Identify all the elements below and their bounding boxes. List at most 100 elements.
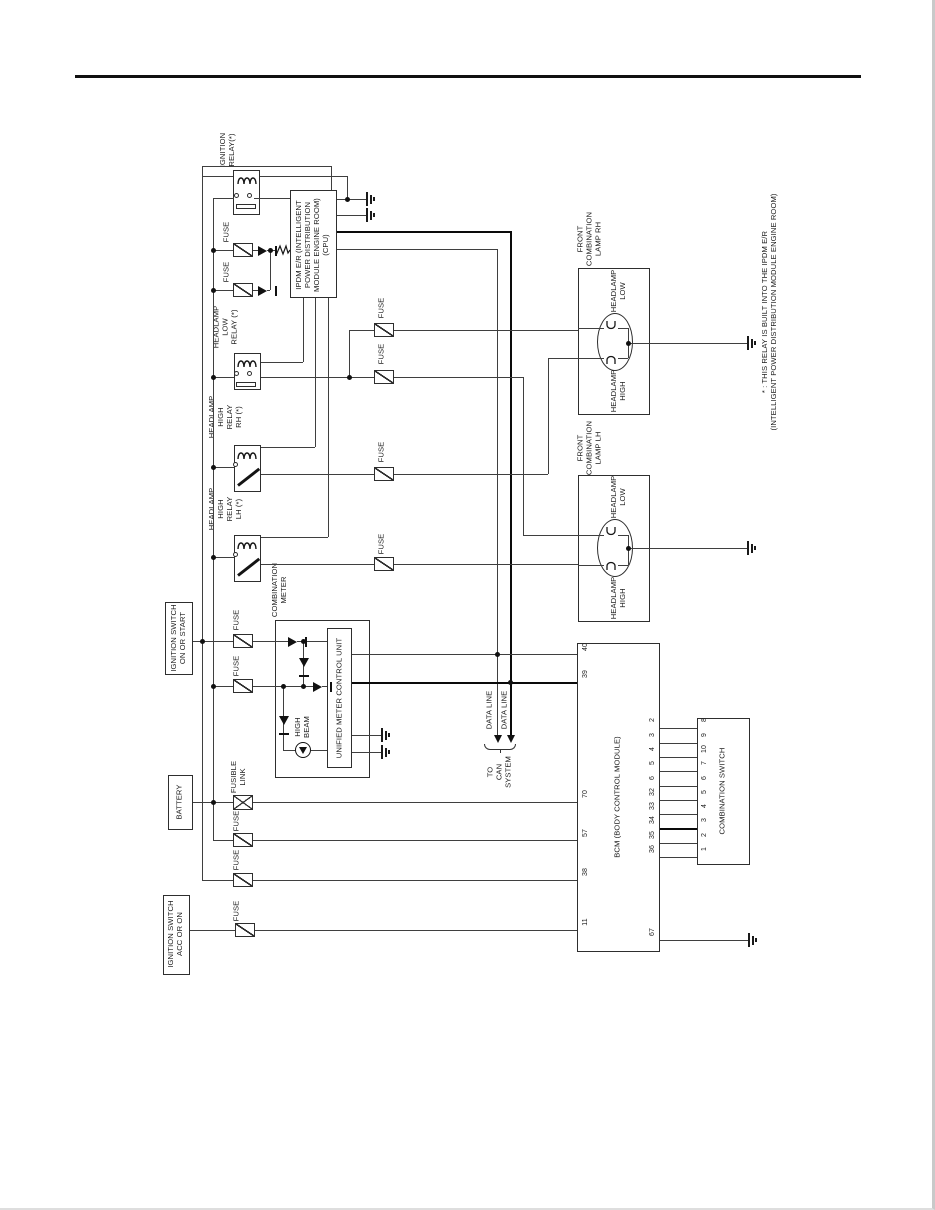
wire-segment	[352, 752, 381, 754]
wire-segment	[660, 843, 697, 845]
ground-icon	[381, 745, 392, 759]
fuse-symbol	[233, 634, 253, 648]
wire-segment	[255, 930, 577, 932]
wire-segment	[660, 857, 697, 859]
combination-switch-pin: 3	[700, 818, 708, 822]
junction-dot	[211, 375, 216, 380]
wire-segment	[578, 358, 604, 360]
wire-segment	[253, 290, 258, 292]
relay-contact-bar	[236, 204, 256, 209]
bcm-pin: 70	[581, 790, 589, 798]
wire-segment	[261, 537, 328, 539]
ground-icon	[747, 541, 758, 555]
junction-dot	[200, 639, 205, 644]
ground-icon	[381, 728, 392, 742]
wire-segment	[193, 641, 233, 643]
bcm-pin: 4	[648, 747, 656, 751]
bcm-pin: 36	[648, 845, 656, 853]
wire-segment	[523, 535, 578, 537]
junction-dot	[211, 465, 216, 470]
fuse-symbol	[374, 370, 394, 384]
wire-segment	[202, 176, 233, 178]
ignition-relay-box	[233, 170, 260, 215]
wire-segment	[254, 198, 290, 200]
wire-segment	[315, 298, 317, 447]
filament-icon	[606, 321, 616, 330]
wire-segment	[253, 641, 288, 643]
bcm-pin: 39	[581, 670, 589, 678]
bcm-pin: 3	[648, 733, 656, 737]
can-brace	[484, 744, 516, 753]
wire-segment	[660, 828, 697, 830]
wire-segment	[660, 940, 748, 942]
wire-segment	[260, 176, 347, 178]
wire-segment	[267, 290, 270, 292]
wire-segment	[213, 198, 234, 200]
wire-segment	[213, 840, 233, 842]
ignition-switch-acc-on-box	[163, 895, 190, 975]
resistor-icon	[274, 244, 291, 256]
fuse-label: FUSE	[376, 297, 386, 319]
fuse-symbol	[233, 243, 253, 257]
fusible-link-symbol	[233, 795, 253, 810]
bcm-label: BCM (BODY CONTROL MODULE)	[612, 736, 622, 858]
filament-icon	[606, 527, 616, 536]
wire-segment	[297, 641, 327, 643]
junction-dot	[345, 197, 350, 202]
fuse-label: FUSE	[376, 441, 386, 463]
relay-coil-icon	[237, 360, 257, 368]
wire-segment	[311, 750, 327, 752]
wire-segment	[523, 377, 525, 535]
combination-switch-pin: 10	[700, 745, 708, 753]
combination-switch-pin: 5	[700, 790, 708, 794]
wire-segment	[618, 358, 628, 360]
relay-coil-icon	[237, 542, 257, 550]
wire-segment	[202, 880, 233, 882]
headlamp-high-relay-lh-box	[234, 535, 261, 582]
combination-switch-box	[697, 718, 750, 865]
headlamp-high-label: HEADLAMP HIGH	[609, 369, 627, 413]
wire-segment	[253, 802, 577, 804]
wire-segment	[660, 800, 697, 802]
footnote: * : THIS RELAY IS BUILT INTO THE IPDM E/…	[760, 193, 778, 431]
headlamp-low-label: HEADLAMP LOW	[609, 475, 627, 519]
wire-segment	[660, 814, 697, 816]
battery-label: BATTERY	[174, 784, 184, 820]
junction-dot	[301, 684, 306, 689]
junction-dot	[301, 639, 306, 644]
data-line-arrow	[494, 735, 502, 743]
wire-segment	[283, 750, 295, 752]
wire-segment	[660, 728, 697, 730]
bcm-pin: 67	[648, 928, 656, 936]
fuse-label: FUSE	[231, 655, 241, 677]
diode-icon	[288, 637, 307, 647]
bcm-pin: 32	[648, 788, 656, 796]
relay-coil-icon	[237, 452, 257, 460]
wire-segment	[548, 358, 578, 360]
diode-icon	[279, 716, 289, 735]
wire-segment	[261, 474, 374, 476]
wire-segment	[190, 930, 235, 932]
wire-segment	[261, 362, 303, 364]
wire-segment	[213, 290, 233, 292]
wire-segment	[352, 654, 577, 656]
wire-segment	[331, 166, 333, 190]
junction-dot	[211, 800, 216, 805]
headlamp-bulb-rh	[597, 313, 633, 371]
headlamp-low-label: HEADLAMP LOW	[609, 269, 627, 313]
wire-segment	[349, 330, 374, 332]
combination-switch-pin: 7	[700, 761, 708, 765]
wire-segment	[394, 564, 578, 566]
fuse-symbol	[374, 323, 394, 337]
headlamp-high-relay-rh-box	[234, 445, 261, 492]
fuse-label: FUSE	[231, 810, 241, 832]
unified-meter-control-unit-label: UNIFIED METER CONTROL UNIT	[334, 637, 344, 759]
data-line-label: DATA LINE	[484, 690, 494, 730]
wire-segment	[213, 198, 215, 840]
bcm-pin: 33	[648, 802, 656, 810]
fuse-symbol	[233, 873, 253, 887]
fuse-symbol	[374, 557, 394, 571]
wire-segment	[337, 231, 510, 233]
fuse-symbol	[374, 467, 394, 481]
